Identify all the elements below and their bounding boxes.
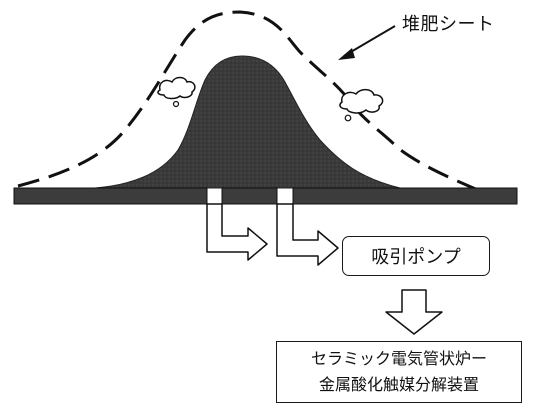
device-label-line2: 金属酸化触媒分解装置 [318,375,479,394]
compost-sheet-label: 堆肥シート [402,14,495,35]
left-cloud-icon [157,76,196,108]
decomposition-device-box: セラミック電気管状炉ー 金属酸化触媒分解装置 [276,341,522,403]
compost-pile [94,55,401,189]
left-flow-block-arrow-icon [206,203,268,261]
device-label-line1: セラミック電気管状炉ー [310,349,487,368]
suction-pump-label: 吸引ポンプ [371,247,461,268]
base-plate [13,187,518,205]
right-cloud-icon [339,88,384,122]
down-flow-block-arrow-icon [385,289,443,335]
sheet-pointer-arrow-icon [338,25,396,60]
suction-pump-box: 吸引ポンプ [342,236,490,276]
right-flow-block-arrow-icon [276,203,339,266]
